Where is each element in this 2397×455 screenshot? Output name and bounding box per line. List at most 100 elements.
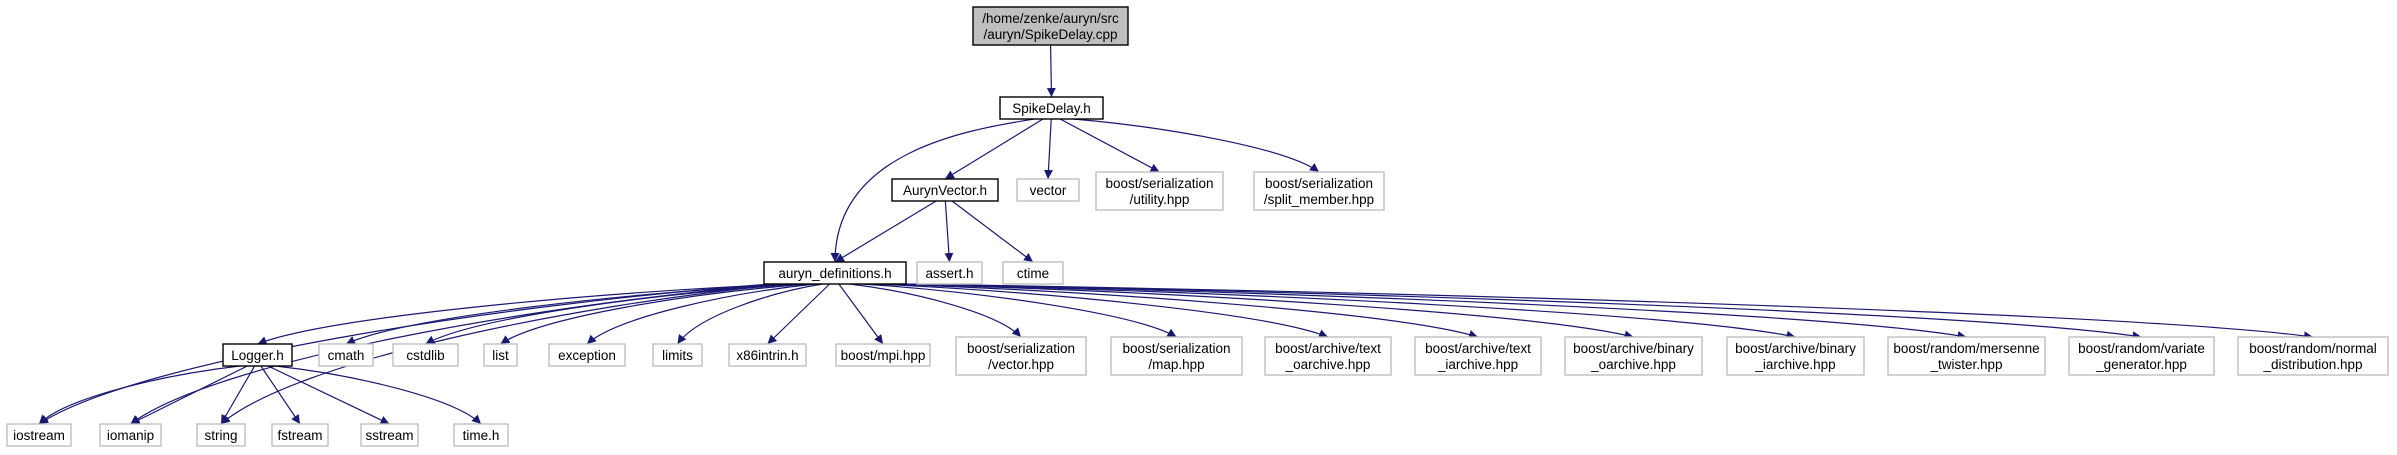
node-box [972,6,1129,46]
node-label: cstdlib [406,348,444,363]
edge-auryn_defs-to-cmath [345,283,796,345]
edge-spikedelay-to-ser_utility [1059,118,1160,173]
node-box [99,423,162,447]
node-label: exception [558,348,616,363]
node-ser_vector: boost/serialization/vector.hpp [955,336,1087,376]
node-x86intrin: x86intrin.h [728,343,807,367]
node-box [1414,336,1542,376]
node-label: fstream [277,428,322,443]
edge-auryn_defs-to-mersenne [901,283,1967,340]
node-variate: boost/random/variate_generator.hpp [2068,336,2215,376]
node-label: _oarchive.hpp [1285,357,1371,372]
node-text_oarchive: boost/archive/text_oarchive.hpp [1264,336,1392,376]
node-box [1253,171,1385,211]
node-text_iarchive: boost/archive/text_iarchive.hpp [1414,336,1542,376]
node-normal: boost/random/normal_distribution.hpp [2237,336,2389,376]
node-box [1264,336,1392,376]
node-label: _twister.hpp [1929,357,2002,372]
node-box [2237,336,2389,376]
edge-aurynvector-to-assert [944,200,954,263]
edge-auryn_defs-to-exception [586,283,816,345]
node-label: /vector.hpp [988,357,1054,372]
node-label: iostream [13,428,65,443]
node-box [196,423,246,447]
node-label: boost/archive/text [1275,341,1381,356]
node-box [360,423,419,447]
node-binary_iarchive: boost/archive/binary_iarchive.hpp [1726,336,1865,376]
edge-auryn_defs-to-mpi [838,283,884,345]
node-label: /map.hpp [1148,357,1204,372]
node-box [1110,336,1243,376]
node-label: auryn_definitions.h [778,266,891,281]
node-label: boost/archive/binary [1735,341,1856,356]
node-label: ctime [1017,266,1049,281]
node-label: boost/mpi.hpp [841,348,926,363]
node-label: /split_member.hpp [1264,192,1374,207]
edge-aurynvector-to-auryn_defs [834,200,937,263]
node-label: _distribution.hpp [2262,357,2362,372]
node-root[interactable]: /home/zenke/auryn/src/auryn/SpikeDelay.c… [972,6,1129,46]
node-iostream: iostream [6,423,72,447]
node-label: _generator.hpp [2095,357,2187,372]
edge-spikedelay-to-aurynvector [944,118,1044,180]
edge-spikedelay-to-ser_split [1072,118,1320,173]
node-limits: limits [652,343,703,367]
node-box [392,343,459,367]
node-string: string [196,423,246,447]
edge-auryn_defs-to-normal [901,283,2314,341]
nodes-layer: /home/zenke/auryn/src/auryn/SpikeDelay.c… [6,6,2389,447]
node-label: boost/serialization [1122,341,1230,356]
node-box [652,343,703,367]
node-box [955,336,1087,376]
node-label: boost/serialization [967,341,1075,356]
node-box [6,423,72,447]
node-mersenne: boost/random/mersenne_twister.hpp [1887,336,2046,376]
node-logger[interactable]: Logger.h [222,343,293,367]
node-timeh: time.h [453,423,509,447]
node-box [2068,336,2215,376]
node-box [1564,336,1703,376]
edge-logger-to-iomanip [130,365,248,425]
edge-logger-to-fstream [260,365,301,425]
node-ser_map: boost/serialization/map.hpp [1110,336,1243,376]
edge-auryn_defs-to-text_iarchive [886,283,1479,339]
node-aurynvector[interactable]: AurynVector.h [891,178,999,202]
node-iomanip: iomanip [99,423,162,447]
node-label: x86intrin.h [736,348,798,363]
node-box [763,261,907,285]
edge-auryn_defs-to-binary_iarchive [901,283,1796,340]
node-label: /home/zenke/auryn/src [982,11,1119,26]
node-box [222,343,293,367]
node-exception: exception [548,343,626,367]
node-box [916,261,983,285]
node-box [891,178,999,202]
node-label: limits [662,348,693,363]
node-label: _iarchive.hpp [1754,357,1835,372]
node-cstdlib: cstdlib [392,343,459,367]
edge-auryn_defs-to-variate [901,283,2142,341]
node-label: boost/random/mersenne [1893,341,2039,356]
edge-spikedelay-to-auryn_defs [830,118,1035,263]
node-label: Logger.h [231,348,284,363]
edge-auryn_defs-to-cstdlib [425,283,803,345]
node-label: _iarchive.hpp [1437,357,1518,372]
node-box [318,343,374,367]
node-vector: vector [1016,178,1080,202]
node-box [271,423,329,447]
node-label: list [492,348,509,363]
node-box [1016,178,1080,202]
node-label: /auryn/SpikeDelay.cpp [983,27,1117,42]
edge-logger-to-iostream [38,365,241,425]
node-spikedelay[interactable]: SpikeDelay.h [999,96,1104,120]
node-box [1002,261,1064,285]
node-auryn_defs[interactable]: auryn_definitions.h [763,261,907,285]
node-box [548,343,626,367]
node-label: boost/serialization [1105,176,1213,191]
edge-aurynvector-to-ctime [951,200,1034,263]
node-sstream: sstream [360,423,419,447]
node-label: boost/archive/binary [1573,341,1694,356]
node-assert: assert.h [916,261,983,285]
node-box [483,343,518,367]
edge-auryn_defs-to-limits [677,283,823,345]
